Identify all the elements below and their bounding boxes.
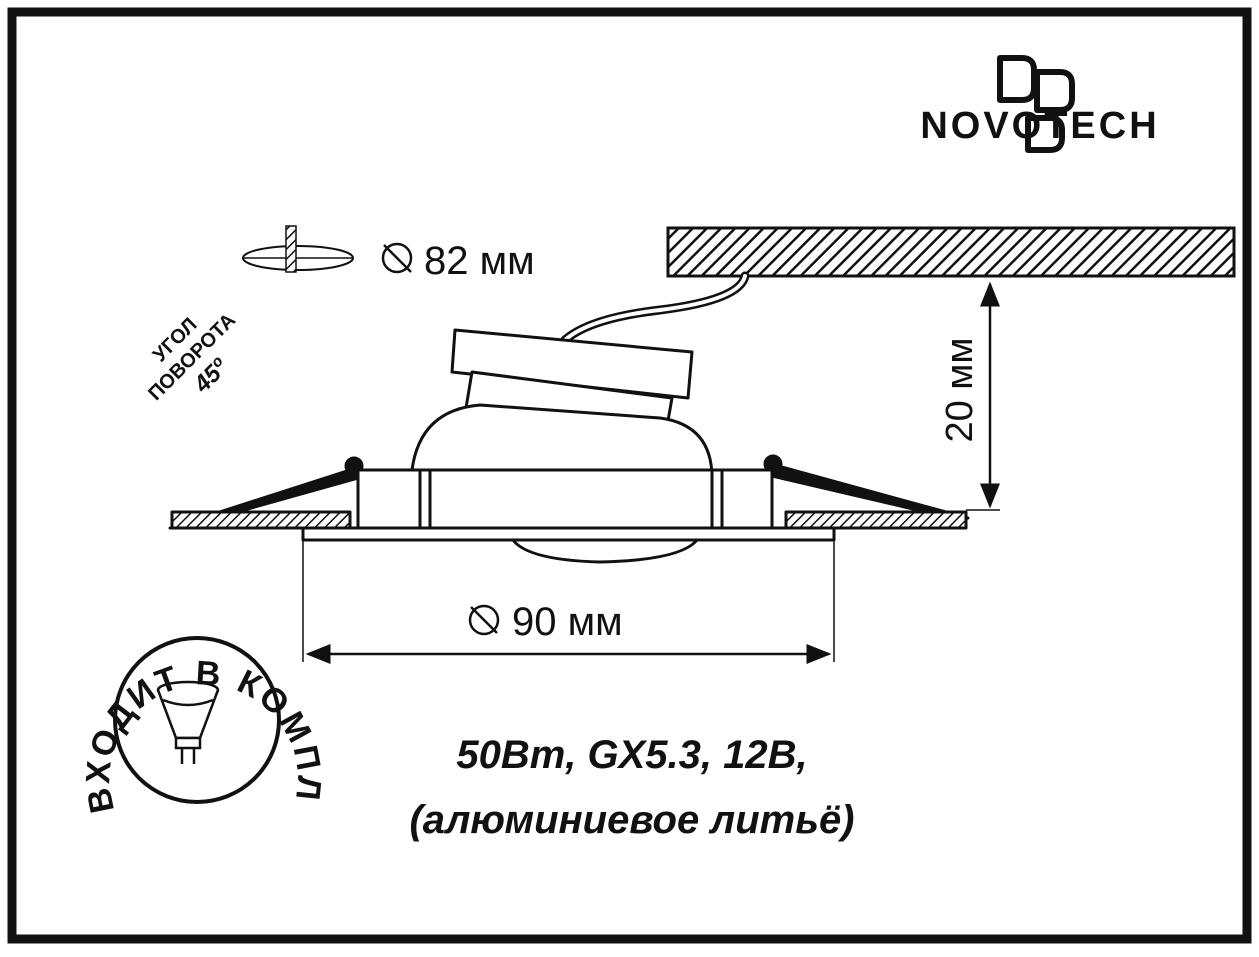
- fixture-illustration: [168, 328, 970, 564]
- lamp-dome: [410, 403, 714, 480]
- diameter-dimension: [302, 540, 835, 664]
- diameter-symbol-82: [381, 242, 413, 274]
- power-wire: [560, 271, 750, 345]
- lamp-note-text: ВХОДИТ В КОМПЛЕКТ НЕ ВХОДИТ В КОМПЛЕКТ: [0, 0, 328, 816]
- cutout-diameter-label: 82 мм: [424, 239, 535, 283]
- ceiling-cut-left: [170, 510, 352, 530]
- diameter-symbol-90: [468, 604, 500, 636]
- fixture-flange: [301, 526, 836, 542]
- rotation-angle-label: УГОЛ ПОВОРОТА 45º: [144, 309, 240, 405]
- height-label: 20 мм: [939, 337, 981, 442]
- lamp-lower: [508, 533, 702, 564]
- fixture-ring: [356, 468, 774, 530]
- logo-text: NOVOTECH: [920, 105, 1159, 147]
- ceiling-slab: [666, 226, 1236, 278]
- socket-top: [450, 328, 694, 400]
- novotech-logo: NOVOTECH: [920, 55, 1159, 153]
- outer-diameter-label: 90 мм: [512, 600, 623, 644]
- logo-mark: [997, 55, 1075, 153]
- ceiling-cutout-icon: [242, 225, 354, 273]
- lamp-not-included-badge: ВХОДИТ В КОМПЛЕКТ НЕ ВХОДИТ В КОМПЛЕКТ: [0, 0, 328, 816]
- spec-line-1: 50Bm, GX5.3, 12B,: [456, 733, 807, 777]
- mr16-bulb-icon: [156, 680, 220, 764]
- spec-line-2: (алюминиевое литьё): [409, 798, 854, 842]
- height-dimension: [966, 281, 1000, 511]
- page-frame: [7, 7, 1252, 944]
- ceiling-cut-right: [784, 510, 968, 530]
